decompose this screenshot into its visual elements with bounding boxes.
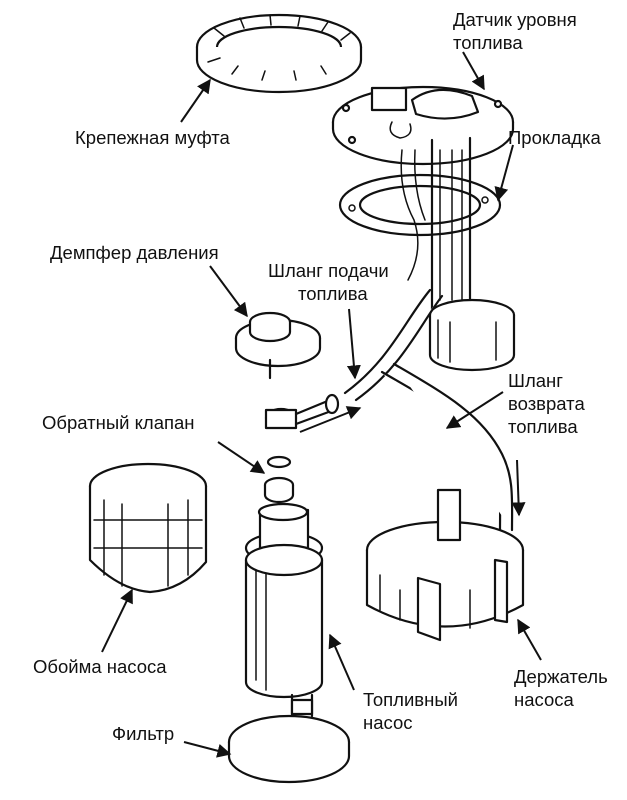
label-gasket-text: Прокладка — [508, 127, 601, 148]
label-fuel-pump-line1: Топливный — [363, 689, 458, 710]
label-coupling: Крепежная муфта — [75, 126, 230, 149]
label-pump-holder-line2: насоса — [514, 689, 574, 710]
arrow-pump — [328, 633, 355, 691]
label-level-sensor-line1: Датчик уровня — [453, 9, 577, 30]
label-level-sensor-line2: топлива — [453, 32, 523, 53]
arrow-holder — [517, 618, 542, 661]
label-gasket: Прокладка — [508, 126, 601, 149]
arrow-check-valve — [217, 441, 266, 474]
arrow-return-flow — [511, 459, 526, 517]
filter-disc — [227, 714, 351, 784]
label-supply-line1: Шланг подачи — [268, 260, 389, 281]
level-sensor-flange — [331, 85, 515, 166]
label-check-valve-text: Обратный клапан — [42, 412, 195, 433]
pressure-damper — [234, 311, 322, 380]
label-pump-cage-text: Обойма насоса — [33, 656, 167, 677]
label-supply-line2: топлива — [298, 283, 368, 304]
label-supply-hose: Шланг подачи топлива — [268, 259, 389, 305]
arrow-gasket — [494, 144, 514, 202]
supply-hose — [343, 288, 444, 402]
return-hose — [380, 362, 514, 532]
label-pump-holder: Держатель насоса — [514, 665, 608, 711]
fuel-pump-body — [244, 502, 324, 718]
label-check-valve: Обратный клапан — [42, 411, 195, 434]
arrow-flow — [299, 406, 362, 433]
pump-cage — [88, 462, 208, 594]
arrow-filter — [183, 741, 232, 758]
arrow-return — [445, 391, 504, 429]
arrow-damper — [209, 265, 248, 318]
label-level-sensor: Датчик уровня топлива — [453, 8, 577, 54]
arrow-sensor — [462, 51, 485, 91]
label-pump-cage: Обойма насоса — [33, 655, 167, 678]
label-damper-text: Демпфер давления — [50, 242, 219, 263]
label-return-line2: возврата — [508, 393, 585, 414]
check-valve-fittings — [263, 393, 340, 504]
label-return-line1: Шланг — [508, 370, 564, 391]
coupling-ring — [195, 13, 363, 94]
label-fuel-pump: Топливный насос — [363, 688, 458, 734]
float-cup — [428, 298, 516, 372]
label-filter-text: Фильтр — [112, 723, 175, 744]
arrow-supply — [346, 308, 361, 380]
label-return-line3: топлива — [508, 416, 578, 437]
label-filter: Фильтр — [112, 722, 174, 745]
label-coupling-text: Крепежная муфта — [75, 127, 230, 148]
arrow-coupling — [180, 78, 211, 123]
leader-arrows — [101, 51, 542, 758]
sender-column — [400, 136, 472, 322]
label-damper: Демпфер давления — [50, 241, 219, 264]
label-fuel-pump-line2: насос — [363, 712, 413, 733]
pump-holder — [365, 488, 525, 642]
arrow-cage — [101, 588, 133, 653]
label-return-hose: Шланг возврата топлива — [508, 369, 585, 438]
label-pump-holder-line1: Держатель — [514, 666, 608, 687]
